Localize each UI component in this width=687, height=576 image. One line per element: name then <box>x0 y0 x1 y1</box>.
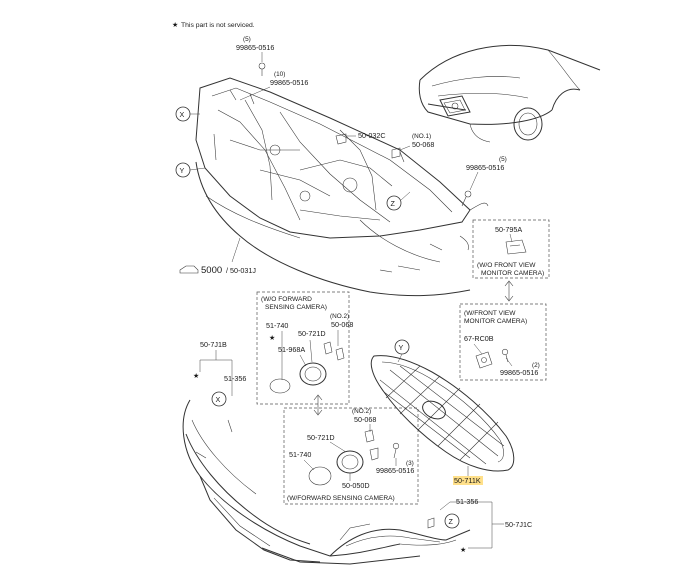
part-number: 50-721D <box>307 433 335 442</box>
qty-label: (NO.2) <box>330 313 349 320</box>
part-number-highlighted: 50-711K <box>454 476 481 485</box>
clip-icon <box>391 147 401 159</box>
part-number: 50-068 <box>412 140 434 149</box>
clip-icon <box>364 429 379 461</box>
part-number: 50-031J <box>230 266 256 275</box>
part-number: 99865-0516 <box>466 163 504 172</box>
star-icon: ★ <box>269 333 275 342</box>
clip-icon <box>427 517 435 529</box>
star-icon: ★ <box>460 545 466 554</box>
qty-label: (NO.2) <box>352 408 371 415</box>
part-number: 50-050D <box>342 481 370 490</box>
box-title: MONITOR CAMERA) <box>481 270 544 277</box>
option-box-wo-sensing-camera <box>256 291 350 405</box>
part-number: 50-032C <box>358 131 386 140</box>
part-number: 50-795A <box>495 225 522 234</box>
vehicle-illustration <box>418 44 601 143</box>
part-number: 67-RC0B <box>464 334 494 343</box>
part-number: 51-740 <box>289 450 311 459</box>
bolt-icon <box>461 190 472 207</box>
highlight-marker <box>453 476 483 485</box>
marker-z <box>386 195 402 211</box>
option-box-wo-front-camera <box>472 219 550 279</box>
clip-icon <box>323 341 345 361</box>
part-number: 51-356 <box>224 374 246 383</box>
qty-label: (NO.1) <box>412 133 431 140</box>
qty-label: (3) <box>406 460 414 467</box>
box-title: (W/O FRONT VIEW <box>477 262 536 269</box>
car-icon <box>179 265 199 274</box>
option-box-front-camera <box>459 303 547 381</box>
swap-arrow-icon <box>504 280 514 302</box>
box-title: (W/FORWARD SENSING CAMERA) <box>287 495 395 502</box>
part-number: 99865-0516 <box>376 466 414 475</box>
swap-arrow-icon <box>313 394 323 416</box>
bolt-icon <box>501 348 509 363</box>
separator: / <box>226 266 228 275</box>
qty-label: (2) <box>532 362 540 369</box>
marker-z <box>444 513 460 529</box>
note-text: This part is not serviced. <box>181 22 255 29</box>
marker-x <box>211 391 227 407</box>
marker-y-label: Y <box>399 343 404 352</box>
part-number: 51-356 <box>456 497 478 506</box>
box-title: (W/O FORWARD <box>261 296 312 303</box>
part-number: 51-968A <box>278 345 305 354</box>
qty-label: (5) <box>243 36 251 43</box>
marker-x-label: X <box>180 110 185 119</box>
emblem-icon <box>308 450 364 486</box>
star-icon: ★ <box>172 21 178 29</box>
radiator-grille <box>370 355 515 472</box>
part-number: 50-068 <box>331 320 353 329</box>
star-icon: ★ <box>193 371 199 380</box>
bolt-icon <box>258 62 266 76</box>
box-title: (W/FRONT VIEW <box>464 310 516 317</box>
bumper-fascia <box>195 161 489 297</box>
option-box-sensing-camera <box>283 407 419 505</box>
cover-icon <box>505 239 527 255</box>
box-title: SENSING CAMERA) <box>265 304 327 311</box>
bolt-icon <box>392 442 400 459</box>
emblem-icon <box>269 362 327 394</box>
marker-z-label: Z <box>449 517 454 526</box>
clip-icon <box>335 133 347 145</box>
part-number: 99865-0516 <box>500 368 538 377</box>
part-number: 50-721D <box>298 329 326 338</box>
front-bumper-frame <box>195 77 471 239</box>
part-number: 50-068 <box>354 415 376 424</box>
lower-bumper-fascia <box>182 399 471 565</box>
part-number: 5000 <box>201 265 222 276</box>
box-title: MONITOR CAMERA) <box>464 318 527 325</box>
part-number: 99865-0516 <box>270 78 308 87</box>
marker-x-label: X <box>216 395 221 404</box>
part-number: 51-740 <box>266 321 288 330</box>
camera-icon <box>475 351 493 369</box>
part-number: 50-7J1B <box>200 340 227 349</box>
qty-label: (5) <box>499 156 507 163</box>
part-number: 99865-0516 <box>236 43 274 52</box>
marker-z-label: Z <box>391 199 396 208</box>
qty-label: (10) <box>274 71 285 78</box>
marker-y-label: Y <box>180 166 185 175</box>
part-number: 50-7J1C <box>505 520 532 529</box>
